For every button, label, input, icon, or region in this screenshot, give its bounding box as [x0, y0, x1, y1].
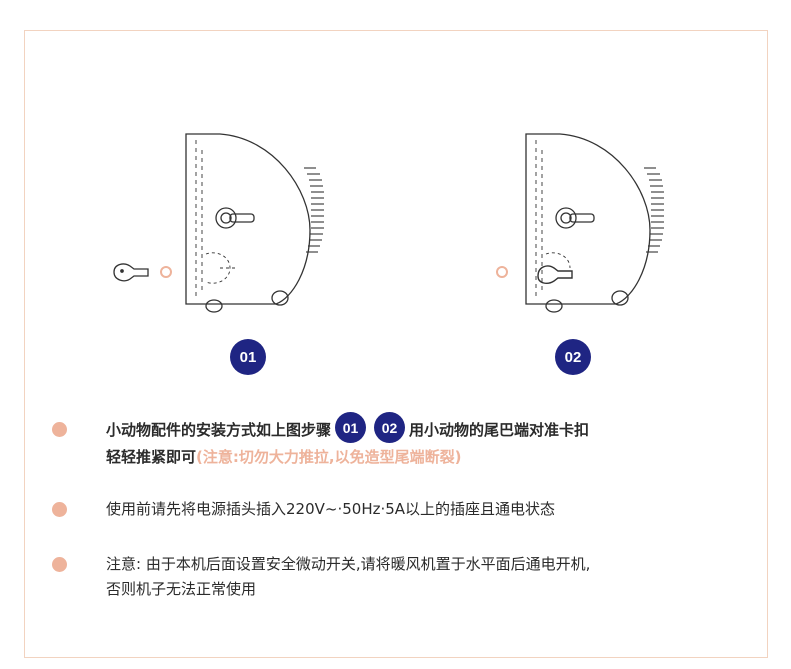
inline-step1-badge: 01 [335, 412, 367, 443]
instruction-1-prefix: 小动物配件的安装方式如上图步骤 [106, 421, 332, 439]
bullet-3 [52, 557, 67, 572]
instruction-3-line-1: 注意: 由于本机后面设置安全微动开关,请将暖风机置于水平面后通电开机, [106, 555, 591, 573]
instruction-1-line2-text: 轻轻推紧即可 [106, 448, 197, 466]
step2-illustration [496, 133, 664, 313]
instruction-1-line-2: 轻轻推紧即可(注意:切勿大力推拉,以免造型尾端断裂) [106, 446, 461, 468]
instruction-1-suffix: 用小动物的尾巴端对准卡扣 [409, 421, 590, 439]
instruction-2: 使用前请先将电源插头插入220V~·50Hz·5A以上的插座且通电状态 [106, 500, 556, 518]
content-frame [24, 30, 768, 658]
bullet-1 [52, 422, 67, 437]
step1-illustration [113, 133, 324, 313]
step2-badge: 02 [555, 339, 591, 375]
inline-step2-badge: 02 [374, 412, 406, 443]
instruction-1-warning: (注意:切勿大力推拉,以免造型尾端断裂) [196, 448, 462, 466]
instruction-3-line-2: 否则机子无法正常使用 [106, 580, 257, 598]
step1-badge: 01 [230, 339, 266, 375]
bullet-2 [52, 502, 67, 517]
